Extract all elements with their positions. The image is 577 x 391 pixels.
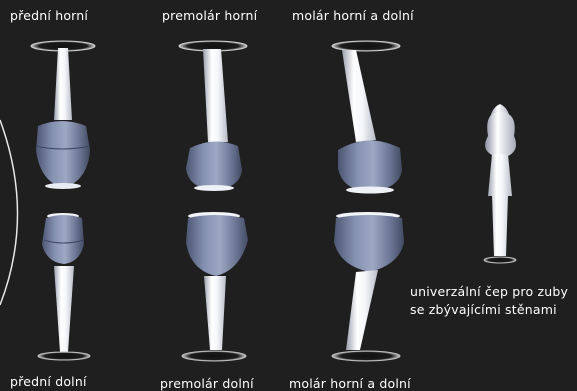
post-front-lower bbox=[38, 213, 90, 360]
label-premolar-lower: premolár dolní bbox=[160, 376, 254, 391]
label-universal-line1: univerzální čep pro zuby bbox=[410, 283, 568, 301]
label-front-lower: přední dolní bbox=[10, 374, 87, 389]
label-molar-lower: molár horní a dolní bbox=[289, 376, 411, 391]
label-molar-upper: molár horní a dolní bbox=[292, 8, 414, 23]
label-front-upper: přední horní bbox=[10, 8, 88, 23]
post-molar-upper bbox=[332, 41, 402, 194]
label-premolar-upper: premolár horní bbox=[162, 8, 257, 23]
label-universal-line2: se zbývajícími stěnami bbox=[410, 301, 568, 319]
arch-outline bbox=[0, 120, 18, 305]
post-premolar-lower bbox=[182, 212, 248, 361]
post-premolar-upper bbox=[179, 41, 247, 191]
post-universal bbox=[484, 104, 516, 263]
post-molar-lower bbox=[332, 212, 404, 361]
post-front-upper bbox=[31, 41, 95, 189]
label-universal-post: univerzální čep pro zuby se zbývajícími … bbox=[410, 283, 568, 319]
